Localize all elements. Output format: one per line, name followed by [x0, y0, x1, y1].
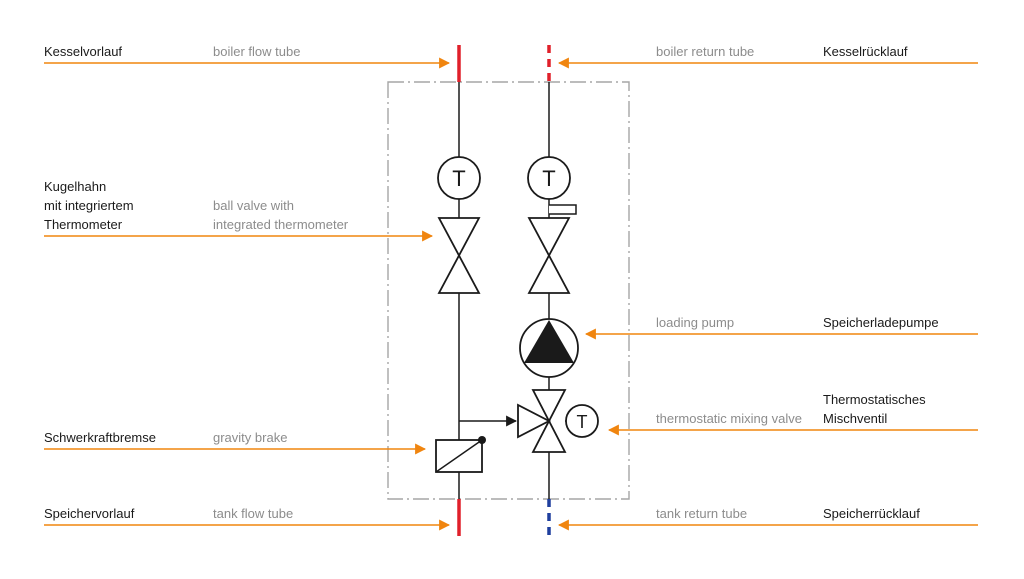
gravity-brake-lever — [549, 204, 577, 215]
label-loading-pump-de: Speicherladepumpe — [823, 315, 939, 330]
label-boiler-flow-en: boiler flow tube — [213, 44, 300, 59]
label-mixing-valve-de-2: Mischventil — [823, 411, 887, 426]
ball-valve-icon — [437, 217, 481, 294]
thermostat-head-icon: T — [565, 404, 599, 438]
label-mixing-valve-en: thermostatic mixing valve — [656, 411, 802, 426]
label-ball-valve-en-1: ball valve with — [213, 198, 294, 213]
label-mixing-valve-de-1: Thermostatisches — [823, 392, 926, 407]
thermometer-glyph: T — [452, 166, 465, 191]
label-ball-valve-de-2: mit integriertem — [44, 198, 134, 213]
module-frame — [387, 81, 630, 500]
label-loading-pump-en: loading pump — [656, 315, 734, 330]
label-tank-flow-en: tank flow tube — [213, 506, 293, 521]
label-ball-valve-de-1: Kugelhahn — [44, 179, 106, 194]
label-gravity-brake-en: gravity brake — [213, 430, 287, 445]
ball-valve-icon — [527, 217, 571, 294]
label-tank-flow-de: Speichervorlauf — [44, 506, 135, 521]
mixing-valve-icon — [517, 389, 567, 453]
label-tank-return-de: Speicherrücklauf — [823, 506, 920, 521]
label-boiler-return-en: boiler return tube — [656, 44, 754, 59]
thermometer-glyph: T — [542, 166, 555, 191]
gravity-brake-icon — [435, 436, 486, 473]
pump-icon — [519, 318, 579, 378]
label-ball-valve-de-3: Thermometer — [44, 217, 123, 232]
label-boiler-return-de: Kesselrücklauf — [823, 44, 908, 59]
label-boiler-flow-de: Kesselvorlauf — [44, 44, 122, 59]
label-gravity-brake-de: Schwerkraftbremse — [44, 430, 156, 445]
thermometer-icon: T — [527, 156, 577, 215]
thermometer-icon: T — [437, 156, 481, 200]
label-tank-return-en: tank return tube — [656, 506, 747, 521]
thermostat-glyph: T — [577, 412, 588, 432]
label-ball-valve-en-2: integrated thermometer — [213, 217, 349, 232]
